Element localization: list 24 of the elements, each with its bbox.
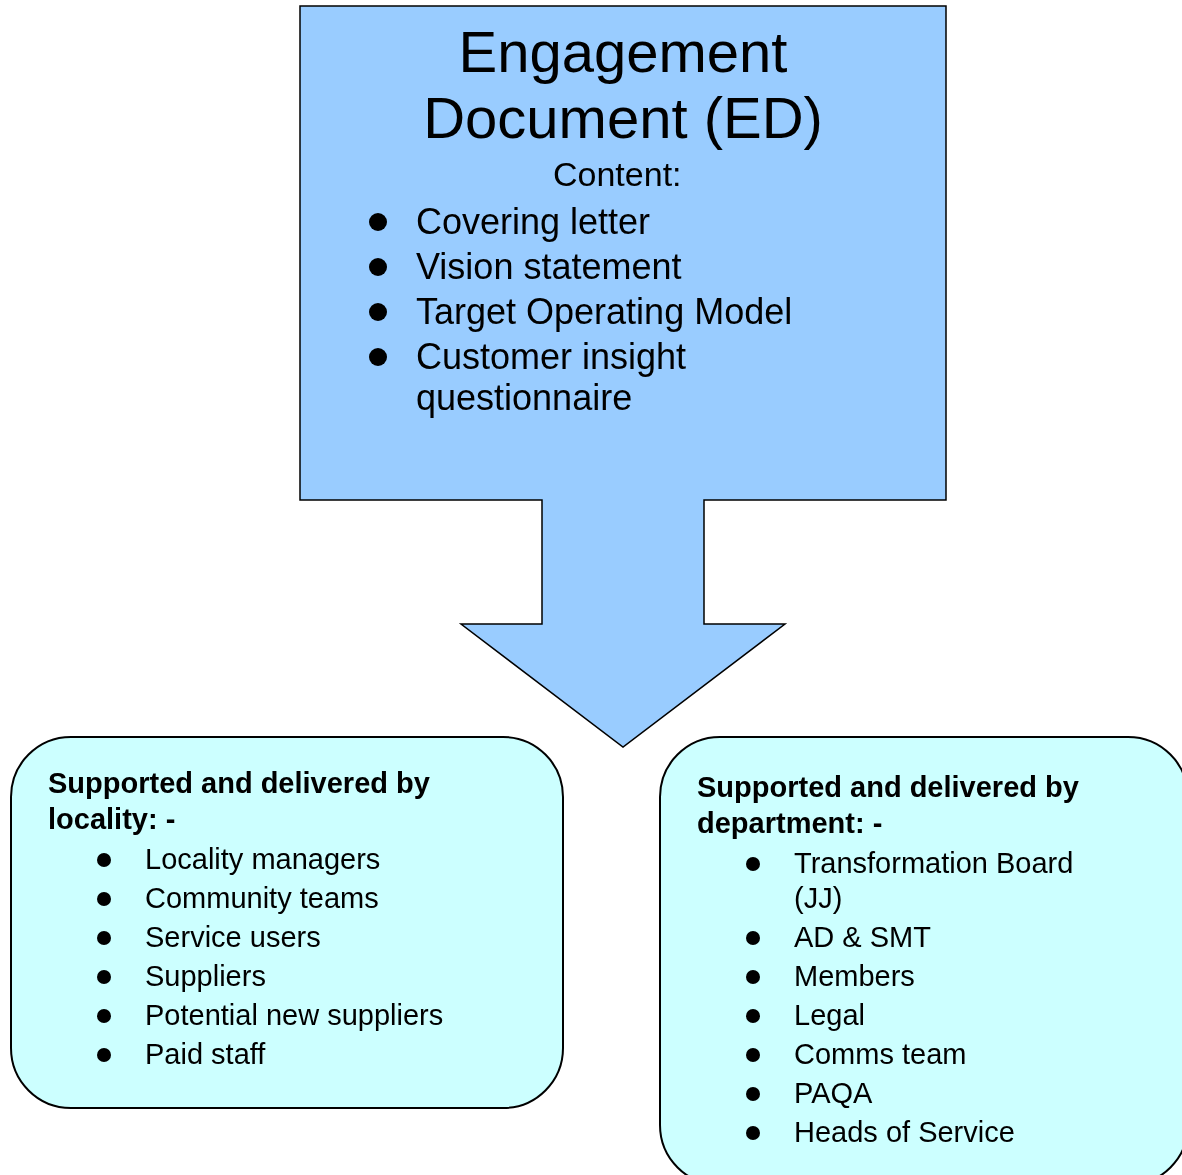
heading: Supported and delivered by department: -	[697, 770, 1080, 841]
list-item: Covering letter	[416, 200, 652, 244]
arrow-callout-box	[299, 5, 947, 749]
list-item: Service users	[145, 920, 322, 955]
subheading: Content:	[553, 155, 682, 193]
rounded-box	[659, 736, 1182, 1175]
list-item: Potential new suppliers	[145, 998, 445, 1033]
heading: Supported and delivered by locality: -	[48, 766, 431, 837]
list-item: Heads of Service	[794, 1115, 1016, 1150]
rounded-box	[10, 736, 564, 1109]
list-item: Paid staff	[145, 1037, 267, 1072]
list-item: Suppliers	[145, 959, 267, 994]
list-item: Legal	[794, 998, 866, 1033]
list-item: Vision statement	[416, 245, 683, 289]
list-item: Members	[794, 959, 916, 994]
list-item: Transformation Board (JJ)	[794, 846, 1075, 916]
list-item: Comms team	[794, 1037, 968, 1072]
list-item: PAQA	[794, 1076, 874, 1111]
list-item: Locality managers	[145, 842, 382, 877]
list-item: AD & SMT	[794, 920, 932, 955]
list-item: Target Operating Model	[416, 290, 794, 334]
list-item: Community teams	[145, 881, 380, 916]
heading: Engagement Document (ED)	[422, 19, 824, 151]
list-item: Customer insight questionnaire	[416, 335, 688, 420]
